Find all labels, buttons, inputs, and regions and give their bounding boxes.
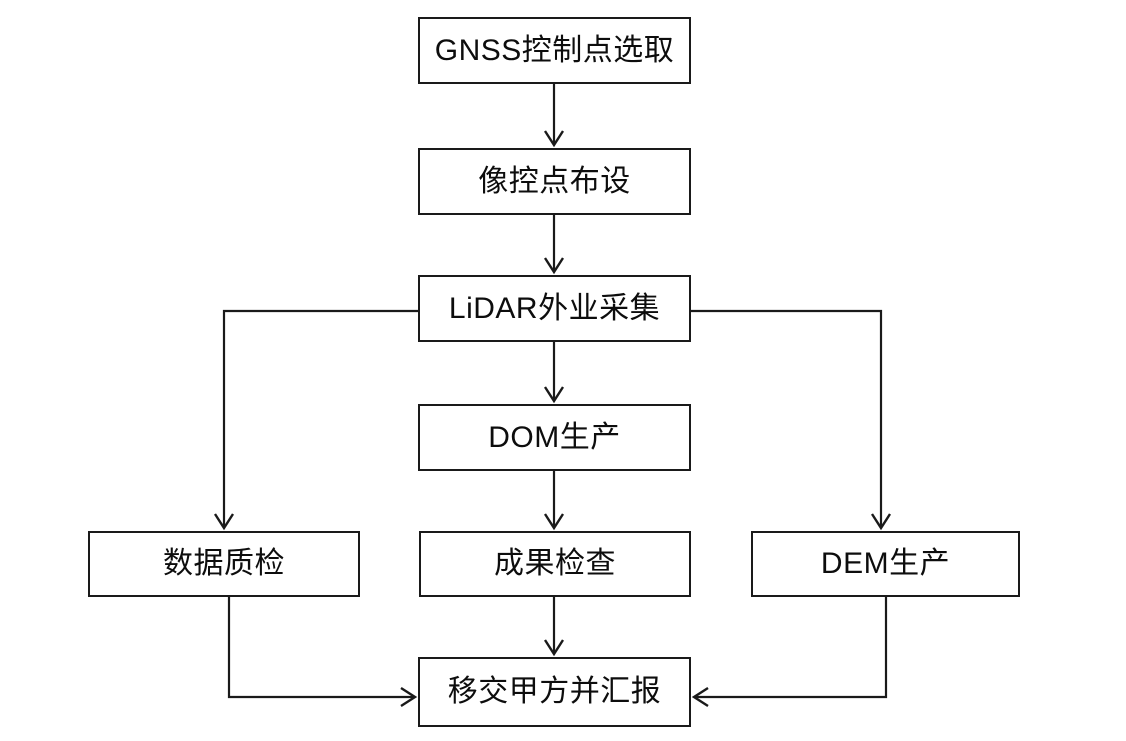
edge-gnss-to-gcp	[543, 84, 565, 148]
edge-lidar-to-dom	[543, 342, 565, 404]
edge-qc-to-handover	[227, 597, 418, 708]
node-dom-production[interactable]: DOM生产	[418, 404, 691, 471]
edge-lidar-to-qc	[213, 309, 418, 531]
node-data-quality-inspection[interactable]: 数据质检	[88, 531, 360, 597]
node-gnss-control-point-selection[interactable]: GNSS控制点选取	[418, 17, 691, 84]
node-label: 移交甲方并汇报	[447, 675, 662, 708]
edge-inspect-to-handover	[543, 597, 565, 657]
edge-gcp-to-lidar	[543, 214, 565, 275]
node-result-inspection[interactable]: 成果检查	[419, 531, 691, 597]
node-label: LiDAR外业采集	[448, 291, 661, 325]
node-label: 数据质检	[163, 547, 285, 580]
node-label: 像控点布设	[478, 164, 631, 198]
edge-lidar-to-dem	[691, 309, 892, 531]
node-ground-control-point-layout[interactable]: 像控点布设	[418, 148, 691, 215]
node-dem-production[interactable]: DEM生产	[751, 531, 1020, 597]
edge-dem-to-handover	[691, 597, 888, 708]
node-label: DOM生产	[488, 420, 621, 454]
node-label: DEM生产	[820, 547, 951, 580]
node-label: GNSS控制点选取	[434, 33, 675, 67]
edge-dom-to-inspect	[543, 470, 565, 531]
node-handover-to-client-and-report[interactable]: 移交甲方并汇报	[418, 657, 691, 727]
node-lidar-field-collection[interactable]: LiDAR外业采集	[418, 275, 691, 342]
node-label: 成果检查	[494, 547, 616, 580]
